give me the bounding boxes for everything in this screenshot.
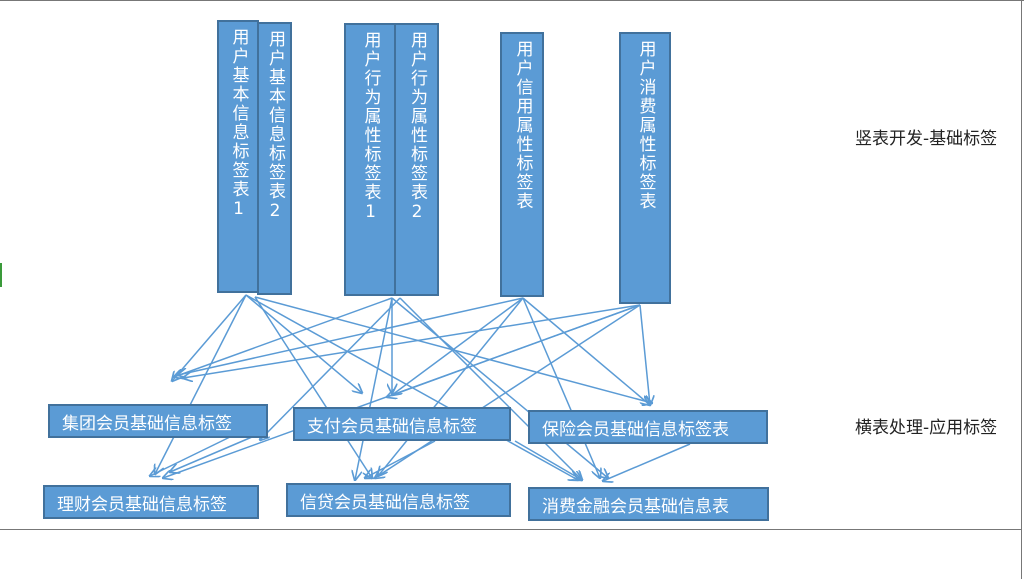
vertical-table-user-consumption: 用户消费属性标签表 (619, 32, 671, 304)
vertical-table-label: 用户基本信息标签表2 (265, 30, 285, 223)
connector-arrow (639, 304, 650, 405)
side-label-vertical-development: 竖表开发-基础标签 (855, 129, 998, 149)
vertical-table-user-basic-1: 用户基本信息标签表1 (217, 20, 259, 293)
bottom-divider-line (0, 529, 1022, 530)
connector-arrow (603, 443, 691, 481)
right-border-line (1021, 0, 1022, 579)
connector-arrow (155, 294, 247, 474)
connector-arrow (254, 296, 372, 478)
connector-arrow (172, 294, 247, 381)
vertical-table-label: 用户基本信息标签表1 (228, 28, 249, 221)
connector-arrow (163, 304, 641, 478)
horizontal-table-wealth-member: 理财会员基础信息标签 (43, 485, 259, 519)
connector-arrow (399, 297, 582, 480)
vertical-table-label: 用户行为属性标签表1 (360, 31, 381, 224)
left-marker (0, 263, 2, 287)
vertical-table-user-credit: 用户信用属性标签表 (500, 32, 544, 297)
connector-arrow (183, 304, 641, 378)
horizontal-table-label: 理财会员基础信息标签 (57, 494, 227, 515)
vertical-table-label: 用户行为属性标签表2 (407, 31, 427, 224)
horizontal-table-label: 集团会员基础信息标签 (62, 413, 232, 434)
connector-arrow (378, 297, 524, 476)
connector-arrow (174, 297, 393, 377)
vertical-table-label: 用户信用属性标签表 (512, 40, 533, 211)
horizontal-table-label: 消费金融会员基础信息表 (542, 496, 729, 517)
connector-arrow (170, 436, 253, 472)
connector-arrow (391, 297, 608, 478)
vertical-table-label: 用户消费属性标签表 (635, 40, 656, 211)
connector-arrow (260, 297, 401, 440)
horizontal-table-consumer-finance-member: 消费金融会员基础信息表 (528, 487, 769, 521)
connector-arrow (522, 297, 600, 478)
connector-arrow (514, 440, 582, 480)
vertical-table-user-behavior-2: 用户行为属性标签表2 (394, 23, 439, 296)
connector-arrow (365, 440, 436, 478)
connector-arrow (522, 297, 650, 405)
horizontal-table-group-member: 集团会员基础信息标签 (48, 404, 268, 438)
horizontal-table-payment-member: 支付会员基础信息标签 (293, 407, 511, 441)
vertical-table-user-behavior-1: 用户行为属性标签表1 (344, 23, 396, 296)
horizontal-table-label: 信贷会员基础信息标签 (300, 492, 470, 513)
horizontal-table-credit-member: 信贷会员基础信息标签 (286, 483, 511, 517)
horizontal-table-label: 保险会员基础信息标签表 (542, 419, 729, 440)
top-border-line (0, 0, 1024, 1)
side-label-horizontal-processing: 横表处理-应用标签 (855, 418, 998, 438)
connector-arrow (392, 297, 524, 395)
vertical-table-user-basic-2: 用户基本信息标签表2 (257, 22, 292, 295)
horizontal-table-insurance-member: 保险会员基础信息标签表 (528, 410, 768, 444)
connector-arrow (178, 297, 524, 375)
connector-arrow (245, 294, 362, 393)
connector-arrow (150, 436, 231, 476)
horizontal-table-label: 支付会员基础信息标签 (307, 416, 477, 437)
